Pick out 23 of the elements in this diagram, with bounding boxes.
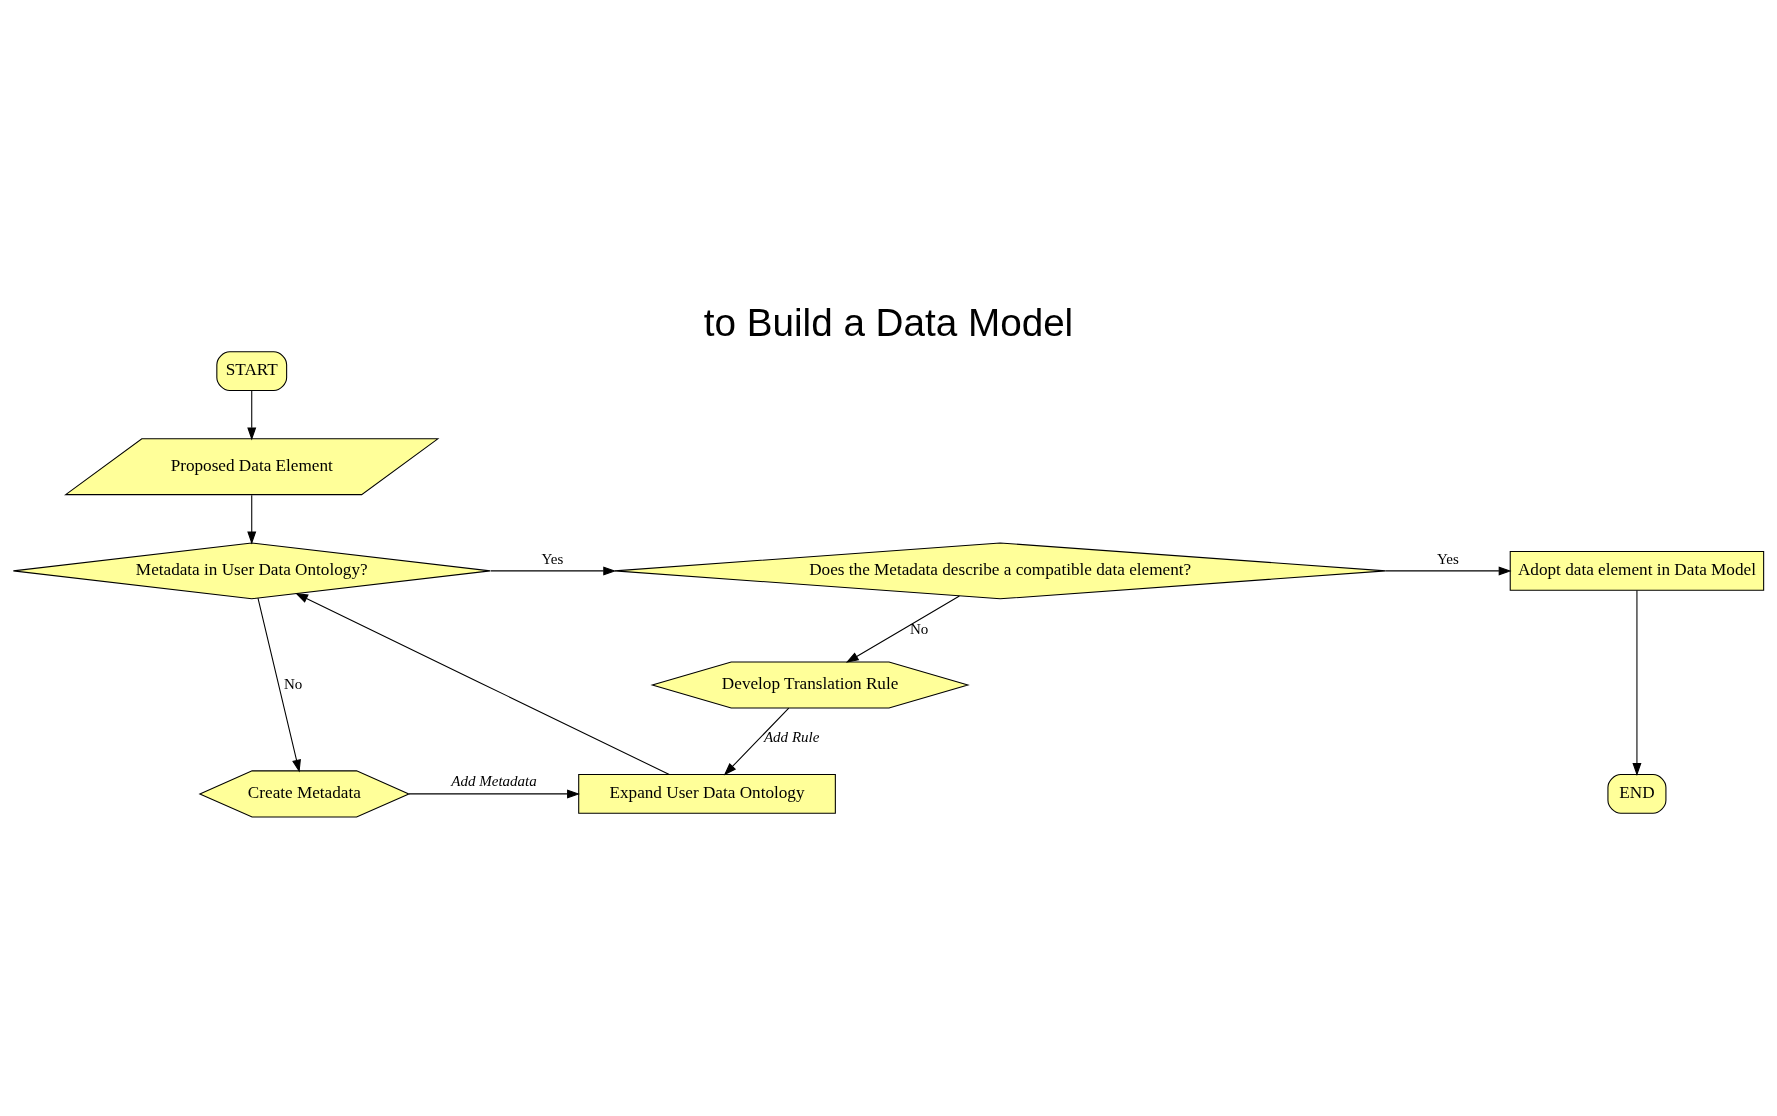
arrow (845, 594, 960, 663)
diagram-title: to Build a Data Model (703, 300, 1074, 344)
arrow (295, 592, 670, 775)
node-box: Expand User Data Ontology (578, 773, 836, 814)
edge-label: Yes (541, 550, 564, 567)
node-box: START (216, 350, 288, 391)
node-box: Adopt data element in Data Model (1509, 550, 1765, 591)
edge-label: No (283, 675, 303, 692)
node-diamond: Metadata in User Data Ontology? (12, 541, 491, 599)
arrow (247, 389, 257, 440)
edge-label: No (909, 620, 929, 637)
arrow (723, 707, 790, 775)
arrow (257, 597, 301, 773)
edge-label: Add Rule (763, 728, 820, 745)
arrow (1632, 589, 1642, 776)
arrow (1385, 565, 1512, 575)
node-diamond: Does the Metadata describe a compatible data element? (614, 541, 1387, 599)
arrow (408, 788, 580, 798)
edge-label: Add Metadata (451, 772, 537, 789)
node-box: END (1607, 773, 1667, 814)
arrow (490, 565, 617, 575)
arrow (247, 494, 257, 544)
edge-label: Yes (1437, 550, 1459, 567)
